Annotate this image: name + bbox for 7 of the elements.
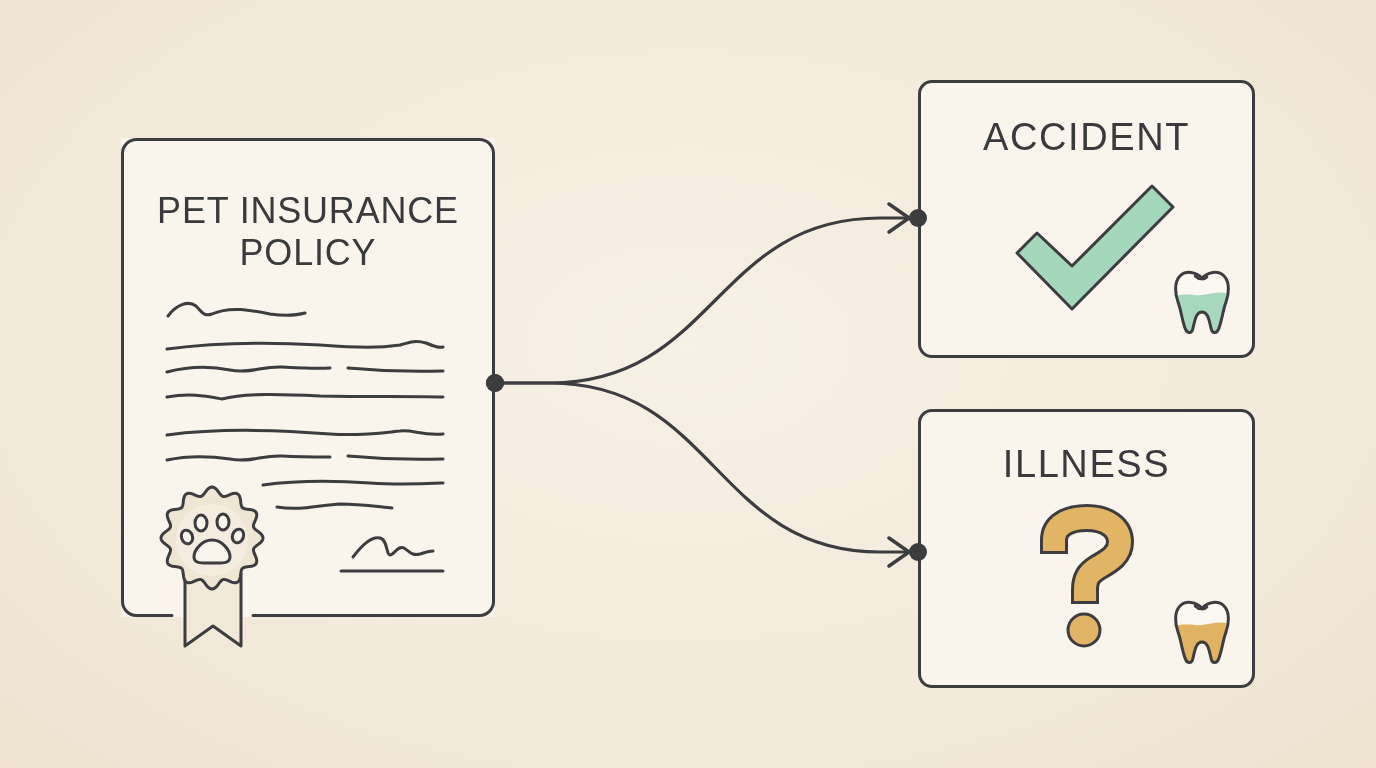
category-card: [918, 409, 1255, 688]
document-card: [121, 138, 495, 617]
category-card: [918, 80, 1255, 358]
heading: ILLNESS: [1001, 442, 1172, 486]
heading: ACCIDENT: [982, 115, 1191, 159]
heading: PET INSURANCE POLICY: [156, 190, 460, 274]
connector-arrow: [486, 374, 929, 568]
